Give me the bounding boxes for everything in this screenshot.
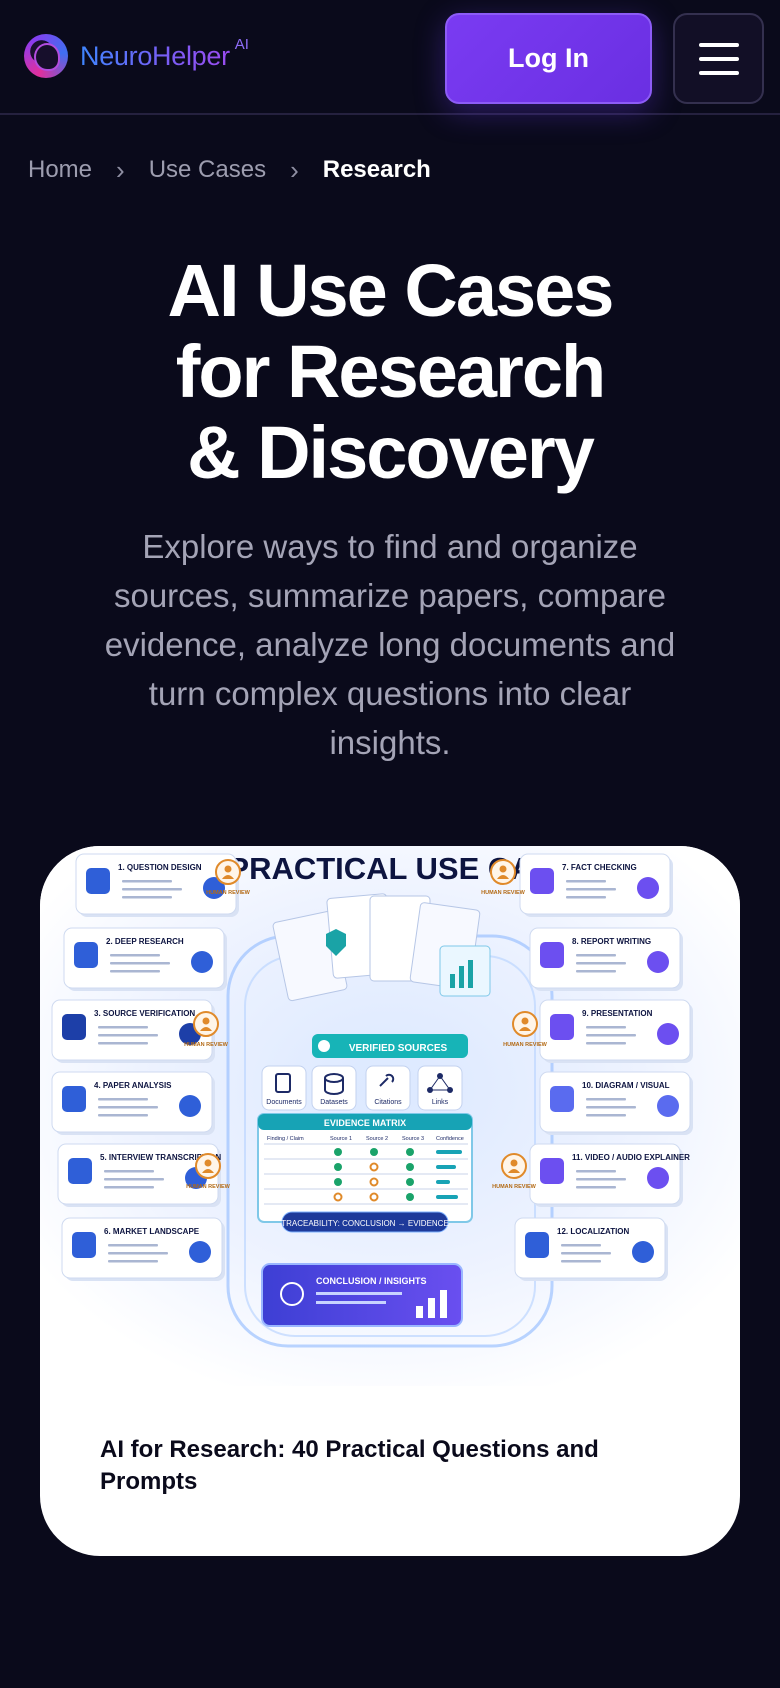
- use-case-label: 10. DIAGRAM / VISUAL: [582, 1081, 670, 1090]
- use-case-card: 3. SOURCE VERIFICATION: [51, 999, 215, 1063]
- source-type-label: Documents: [266, 1099, 302, 1106]
- human-review-label: HUMAN REVIEW: [481, 890, 526, 896]
- use-case-icon: [530, 868, 554, 894]
- use-case-icon: [72, 1232, 96, 1258]
- use-case-icon: [525, 1232, 549, 1258]
- use-case-card: 8. REPORT WRITING: [529, 927, 683, 991]
- use-case-label: 5. INTERVIEW TRANSCRIPTION: [100, 1153, 221, 1162]
- use-case-icon: [62, 1014, 86, 1040]
- human-review-icon: HUMAN REVIEW: [184, 1011, 229, 1048]
- use-case-label: 8. REPORT WRITING: [572, 937, 651, 946]
- human-review-label: HUMAN REVIEW: [503, 1042, 548, 1048]
- use-case-card: 6. MARKET LANDSCAPE: [61, 1217, 225, 1281]
- article-card[interactable]: 40 PRACTICAL USE CASES VERIFIED SOURCES: [40, 846, 740, 1556]
- use-case-card: 7. FACT CHECKING: [519, 853, 673, 917]
- use-case-card: 12. LOCALIZATION: [514, 1217, 668, 1281]
- brand-suffix: AI: [234, 35, 249, 53]
- human-review-icon: HUMAN REVIEW: [503, 1011, 548, 1048]
- use-case-card: 5. INTERVIEW TRANSCRIPTION: [57, 1143, 221, 1207]
- brain-logo-icon: [24, 34, 68, 78]
- title-line: AI Use Cases: [167, 249, 615, 332]
- matrix-header: Source 3: [402, 1136, 424, 1142]
- use-case-label: 3. SOURCE VERIFICATION: [94, 1009, 195, 1018]
- use-case-card: 11. VIDEO / AUDIO EXPLAINER: [529, 1143, 690, 1207]
- use-case-card: 9. PRESENTATION: [539, 999, 693, 1063]
- human-review-icon: HUMAN REVIEW: [186, 1153, 231, 1190]
- site-header: NeuroHelper AI Log In: [0, 0, 780, 115]
- menu-line-icon: [698, 42, 739, 47]
- breadcrumb: Home › Use Cases › Research: [28, 156, 431, 184]
- verified-sources-label: VERIFIED SOURCES: [349, 1043, 448, 1054]
- use-case-icon: [86, 868, 110, 894]
- human-review-label: HUMAN REVIEW: [206, 890, 251, 896]
- use-case-label: 6. MARKET LANDSCAPE: [104, 1227, 200, 1236]
- use-case-icon: [74, 942, 98, 968]
- breadcrumb-home[interactable]: Home: [28, 156, 93, 183]
- source-type-label: Links: [432, 1099, 449, 1106]
- conclusion-label: CONCLUSION / INSIGHTS: [316, 1276, 427, 1286]
- evidence-matrix: EVIDENCE MATRIX Finding / Claim Source 1…: [257, 1113, 473, 1223]
- brand-logo[interactable]: NeuroHelper AI: [24, 34, 249, 78]
- use-case-card: 4. PAPER ANALYSIS: [51, 1071, 215, 1135]
- human-review-label: HUMAN REVIEW: [184, 1042, 229, 1048]
- source-type-tiles: Documents Datasets Citations Links: [261, 1065, 463, 1111]
- chevron-right-icon: ›: [290, 155, 299, 185]
- use-case-icon: [540, 1158, 564, 1184]
- use-case-label: 1. QUESTION DESIGN: [118, 863, 202, 872]
- human-review-icon: HUMAN REVIEW: [492, 1153, 537, 1190]
- document-stack-icon: [272, 893, 491, 1002]
- use-case-label: 9. PRESENTATION: [582, 1009, 653, 1018]
- use-case-label: 2. DEEP RESEARCH: [106, 937, 184, 946]
- source-type-label: Datasets: [320, 1099, 348, 1106]
- use-case-icon: [550, 1086, 574, 1112]
- matrix-header: Confidence: [436, 1136, 464, 1142]
- card-caption[interactable]: AI for Research: 40 Practical Questions …: [100, 1436, 599, 1495]
- page-title: AI Use Cases for Research & Discovery: [60, 250, 720, 493]
- use-case-icon: [550, 1014, 574, 1040]
- use-case-icon: [62, 1086, 86, 1112]
- chevron-right-icon: ›: [116, 155, 125, 185]
- title-line: for Research: [175, 330, 606, 413]
- source-type-label: Citations: [374, 1099, 402, 1106]
- use-cases-infographic: 40 PRACTICAL USE CASES VERIFIED SOURCES: [40, 846, 740, 1386]
- matrix-header: Source 1: [330, 1136, 352, 1142]
- traceability-label: TRACEABILITY: CONCLUSION → EVIDENCE: [281, 1219, 449, 1228]
- use-case-card: 2. DEEP RESEARCH: [63, 927, 227, 991]
- matrix-header: Source 2: [366, 1136, 388, 1142]
- use-case-label: 4. PAPER ANALYSIS: [94, 1081, 172, 1090]
- human-review-label: HUMAN REVIEW: [492, 1184, 537, 1190]
- matrix-header: Finding / Claim: [267, 1136, 304, 1142]
- login-button[interactable]: Log In: [445, 13, 652, 104]
- menu-line-icon: [698, 56, 739, 61]
- human-review-icon: HUMAN REVIEW: [481, 859, 526, 896]
- use-case-icon: [68, 1158, 92, 1184]
- breadcrumb-current: Research: [322, 156, 431, 183]
- use-case-icon: [540, 942, 564, 968]
- matrix-title: EVIDENCE MATRIX: [324, 1118, 406, 1128]
- lightbulb-icon: [280, 1282, 304, 1306]
- hamburger-menu-button[interactable]: [673, 13, 764, 104]
- human-review-label: HUMAN REVIEW: [186, 1184, 231, 1190]
- human-review-icon: HUMAN REVIEW: [206, 859, 251, 896]
- title-line: & Discovery: [187, 411, 595, 494]
- use-case-label: 12. LOCALIZATION: [557, 1227, 630, 1236]
- breadcrumb-use-cases[interactable]: Use Cases: [148, 156, 267, 183]
- brand-name: NeuroHelper: [80, 40, 230, 71]
- menu-line-icon: [698, 70, 739, 75]
- use-case-card: 10. DIAGRAM / VISUAL: [539, 1071, 693, 1135]
- use-case-card: 1. QUESTION DESIGN: [75, 853, 239, 917]
- page-subtitle: Explore ways to find and organize source…: [104, 528, 676, 761]
- use-case-label: 7. FACT CHECKING: [562, 863, 637, 872]
- use-case-label: 11. VIDEO / AUDIO EXPLAINER: [572, 1153, 690, 1162]
